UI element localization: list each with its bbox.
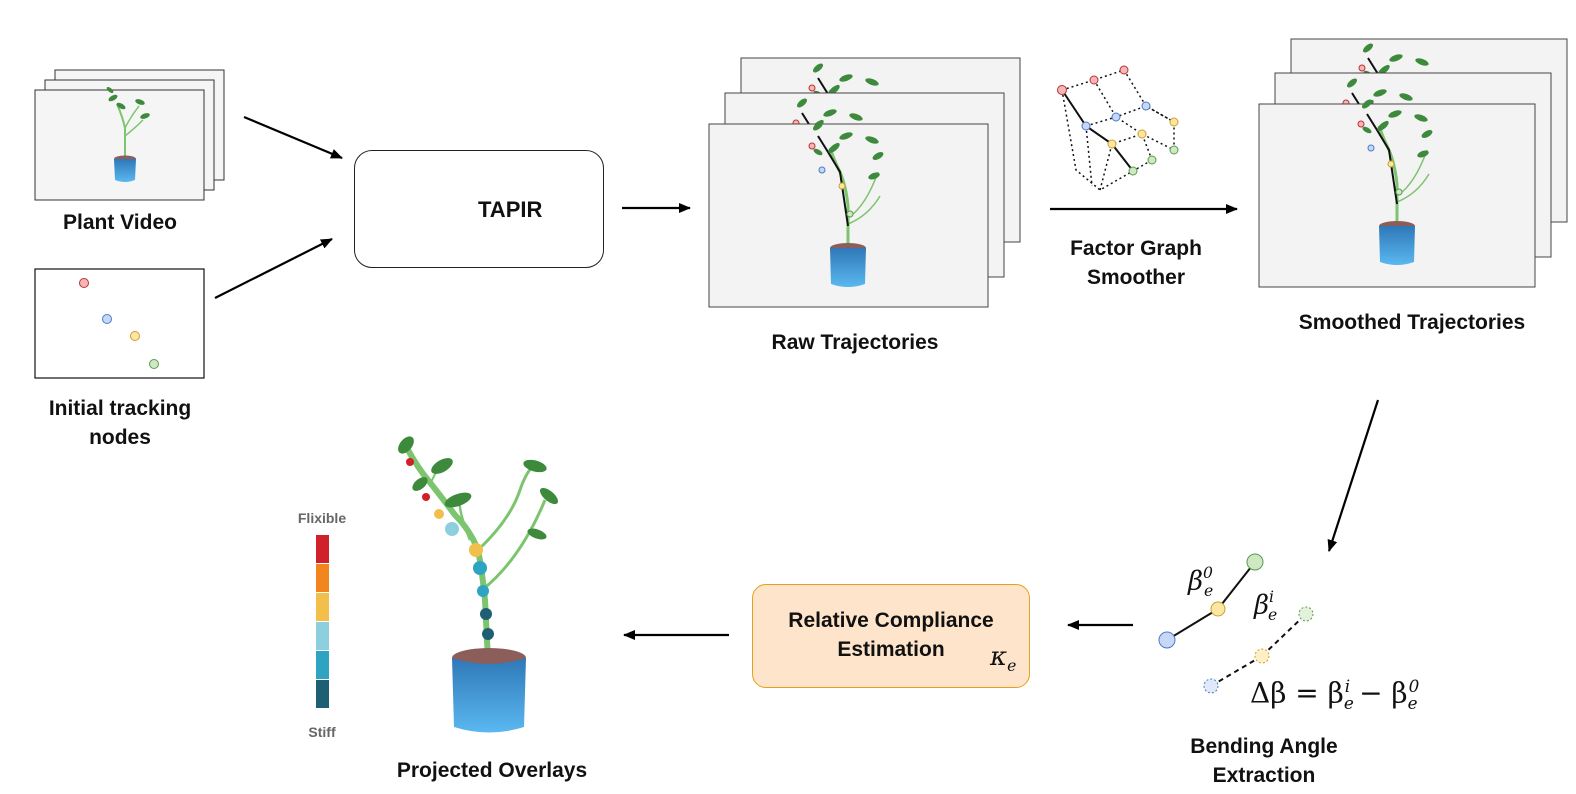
factor-graph-icon [1057, 65, 1179, 191]
scale-segment [316, 564, 329, 592]
overlay-node [480, 608, 492, 620]
overlay-node [445, 522, 459, 536]
kappa-symbol: κe [990, 642, 1017, 676]
relative-compliance-line-2: Estimation [837, 638, 945, 661]
bending-angle-line-2: Extraction [1212, 764, 1316, 787]
overlay-node [434, 509, 444, 519]
smoothed-trajectories-label: Smoothed Trajectories [1298, 311, 1526, 334]
node-blue [102, 314, 112, 324]
bending-angle-icon [1158, 553, 1314, 694]
node-green [149, 359, 159, 369]
arrow-smoothed-to-bending [1327, 399, 1380, 552]
relative-compliance-box [752, 584, 1030, 688]
beta-e-i-label: βie [1254, 588, 1278, 624]
overlay-node [482, 628, 494, 640]
relative-compliance-label: Relative Compliance Estimation [752, 606, 1030, 664]
smoothed-trajectories-stack [1258, 38, 1568, 288]
initial-nodes-line-1: Initial tracking [48, 397, 192, 420]
overlay-node [469, 543, 483, 557]
scale-segment [316, 680, 329, 708]
scale-segment [316, 593, 329, 621]
arrow-nodes-to-tapir [214, 238, 333, 299]
factor-graph-line-1: Factor Graph [1070, 237, 1202, 260]
scale-segment [316, 535, 329, 563]
beta-e-0-label: β0e [1188, 564, 1214, 600]
bending-angle-label: Bending Angle Extraction [1160, 732, 1368, 790]
factor-graph-label: Factor Graph Smoother [1040, 234, 1232, 292]
factor-graph-line-2: Smoother [1086, 266, 1185, 289]
projected-overlays-label: Projected Overlays [396, 759, 588, 782]
initial-nodes-line-2: nodes [89, 426, 151, 449]
compliance-scale [316, 535, 329, 708]
overlay-node [477, 585, 489, 597]
plant-video-stack [34, 69, 225, 201]
scale-segment [316, 622, 329, 650]
stiff-label: Stiff [308, 724, 336, 740]
node-yellow [130, 331, 140, 341]
overlay-node [406, 458, 414, 466]
delta-beta-equation: Δβ = βei − βe0 [1250, 676, 1420, 713]
projected-overlay-plant [398, 436, 559, 733]
overlay-node [422, 493, 430, 501]
relative-compliance-line-1: Relative Compliance [788, 609, 994, 632]
tapir-label: TAPIR [478, 197, 543, 222]
scale-segment [316, 651, 329, 679]
initial-nodes-frame [34, 268, 205, 379]
plant-video-label: Plant Video [63, 211, 177, 234]
raw-trajectories-stack [708, 57, 1021, 308]
tapir-box [354, 150, 604, 268]
arrow-video-to-tapir [243, 115, 343, 160]
node-red [79, 278, 89, 288]
flexible-label: Flixible [297, 510, 347, 526]
raw-trajectories-label: Raw Trajectories [771, 331, 939, 354]
overlay-node [473, 561, 487, 575]
initial-nodes-label: Initial tracking nodes [20, 394, 220, 452]
bending-angle-line-1: Bending Angle [1190, 735, 1338, 758]
